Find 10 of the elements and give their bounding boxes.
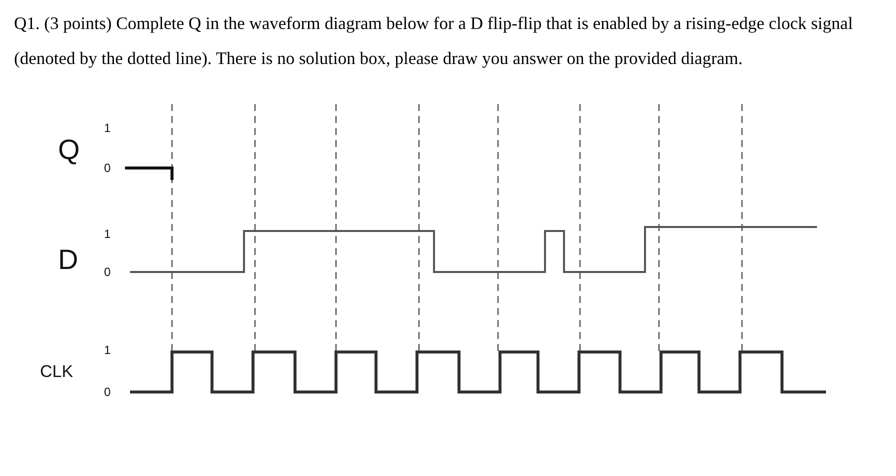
level-label: 0 bbox=[104, 162, 111, 174]
signal-name: Q bbox=[58, 136, 80, 164]
signal-name: D bbox=[58, 246, 78, 274]
signal-name: CLK bbox=[40, 363, 74, 380]
level-label: 0 bbox=[104, 266, 111, 278]
question-text: Q1. (3 points) Complete Q in the waveform diagram below for a D flip-flip that is enabled by a rising-edge clock signal (denoted by the dotted line). There is no solution box, please draw you answer on the provided diagram. bbox=[14, 12, 854, 70]
level-label: 1 bbox=[104, 122, 111, 134]
level-label: 1 bbox=[104, 228, 111, 240]
level-label: 1 bbox=[104, 344, 111, 356]
level-label: 0 bbox=[104, 386, 111, 398]
